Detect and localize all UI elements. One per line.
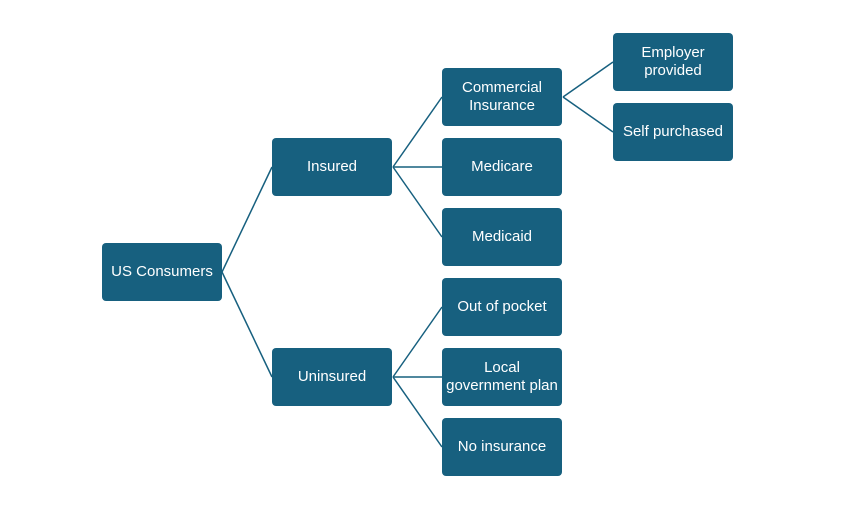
node-label: Commercial Insurance [461, 79, 542, 114]
connector-root-uninsured [221, 271, 273, 378]
connector-commercial-self [562, 96, 614, 133]
node-local-government-plan: Local government plan [442, 348, 562, 406]
connector-uninsured-noinsurance [392, 376, 443, 448]
node-insured: Insured [272, 138, 392, 196]
node-label: Uninsured [297, 368, 367, 385]
node-label: US Consumers [111, 263, 213, 280]
connector-commercial-employer [562, 61, 614, 98]
node-employer-provided: Employer provided [613, 33, 733, 91]
node-uninsured: Uninsured [272, 348, 392, 406]
node-no-insurance: No insurance [442, 418, 562, 476]
node-commercial-insurance: Commercial Insurance [442, 68, 562, 126]
node-medicare: Medicare [442, 138, 562, 196]
node-self-purchased: Self purchased [613, 103, 733, 161]
node-label: Out of pocket [457, 298, 547, 315]
connector-insured-medicaid [392, 166, 443, 238]
connector-root-insured [221, 166, 273, 273]
node-medicaid: Medicaid [442, 208, 562, 266]
node-label: Local government plan [446, 359, 558, 394]
node-label: Employer provided [641, 44, 705, 79]
node-label: Insured [306, 158, 358, 175]
connector-insured-commercial [392, 96, 443, 168]
node-label: No insurance [457, 438, 547, 455]
node-out-of-pocket: Out of pocket [442, 278, 562, 336]
node-label: Self purchased [622, 123, 724, 140]
node-us-consumers: US Consumers [102, 243, 222, 301]
node-label: Medicaid [471, 228, 533, 245]
connector-uninsured-outofpocket [392, 306, 443, 378]
node-label: Medicare [471, 158, 533, 175]
